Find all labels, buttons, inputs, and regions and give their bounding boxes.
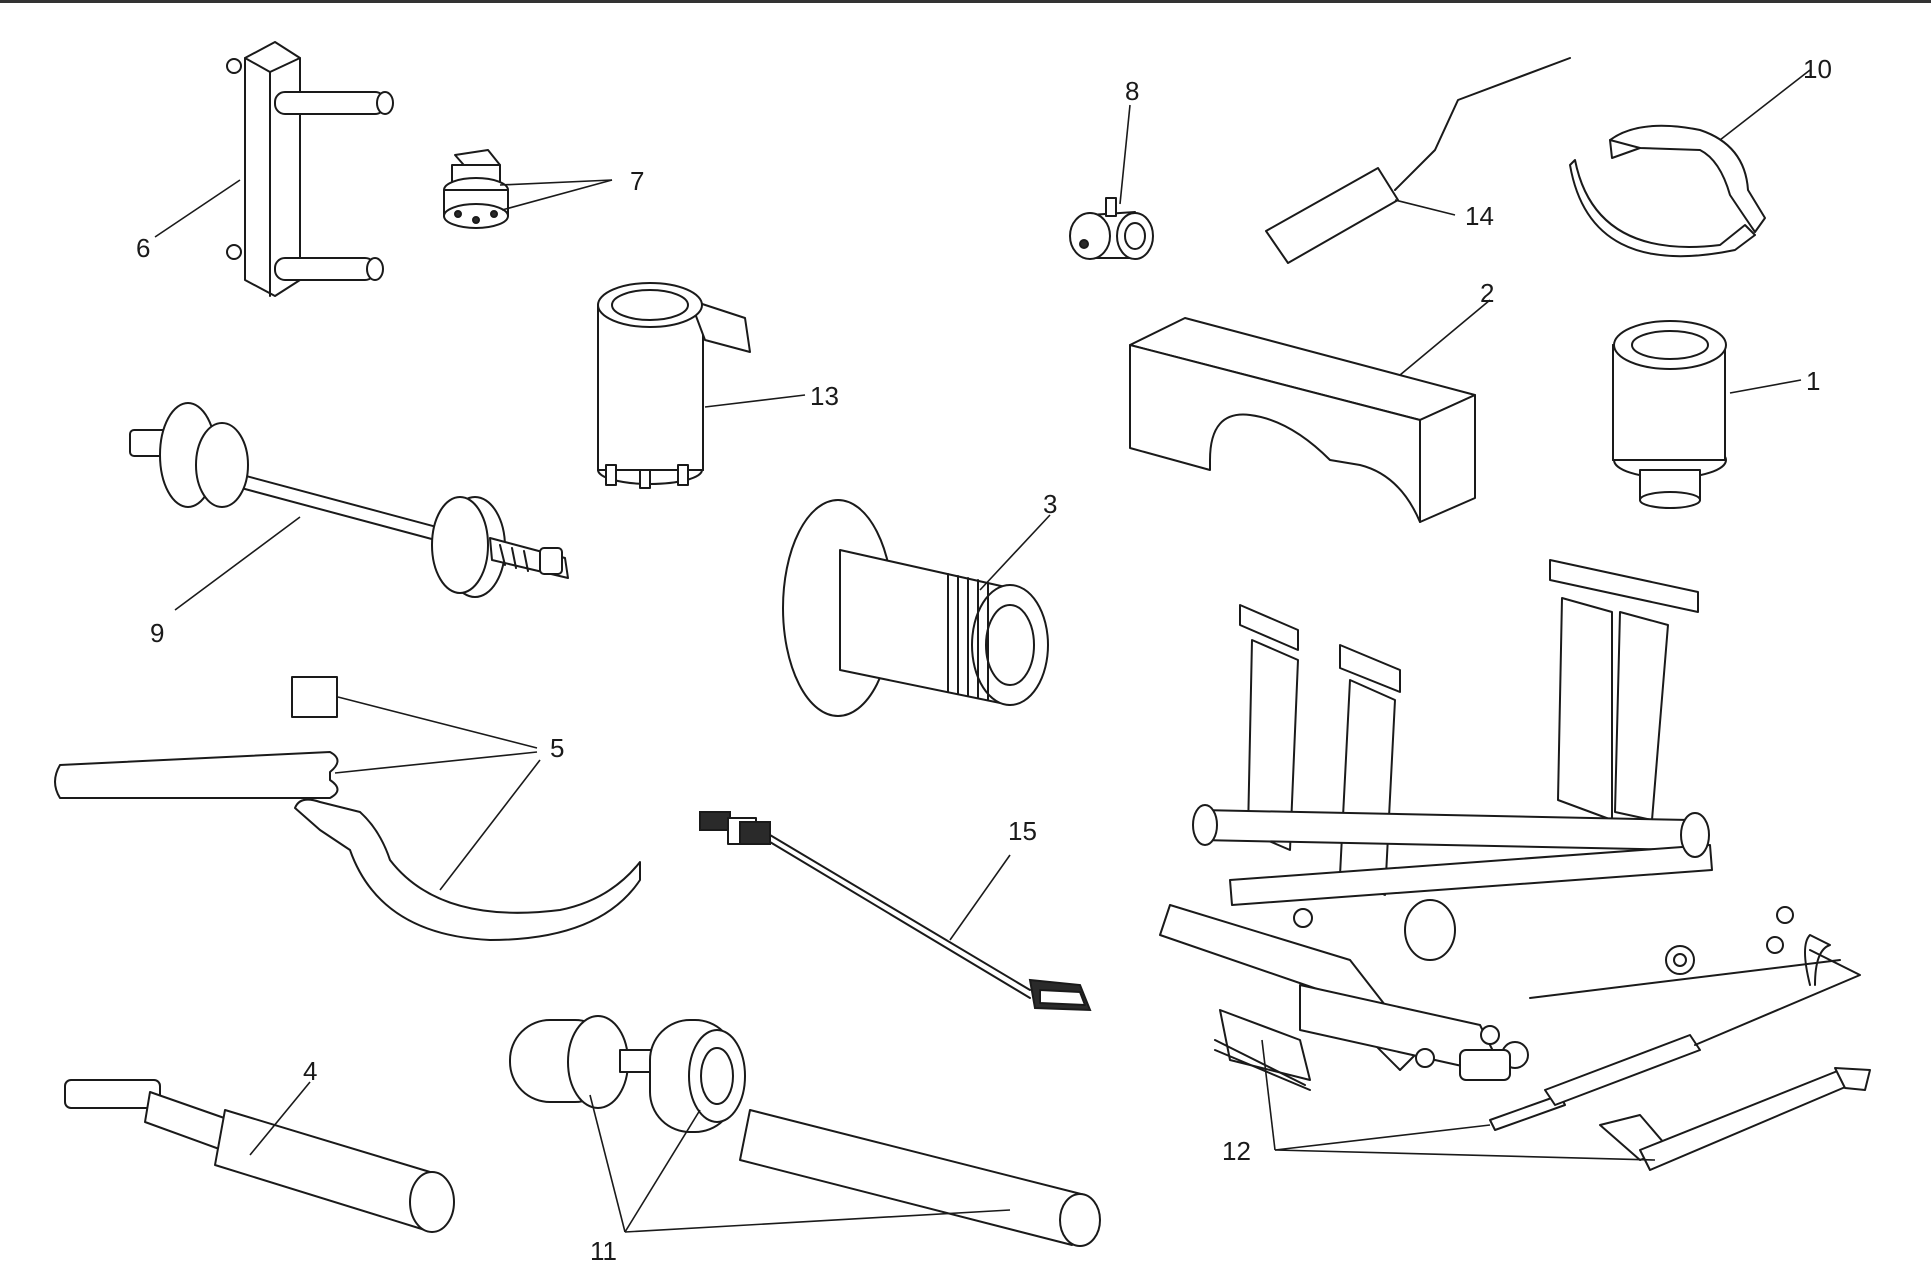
tool-1-socket	[1612, 320, 1727, 509]
callout-5: 5	[550, 733, 564, 763]
tool-10-ring-spanner	[1569, 124, 1766, 258]
tool-5-holder-set	[54, 676, 641, 941]
tool-13-socket-wrench	[597, 282, 751, 489]
callout-14: 14	[1465, 201, 1494, 231]
tool-2-support-block	[1129, 317, 1476, 523]
callout-6: 6	[136, 233, 150, 263]
callout-labels: 1 2 3 4 5 6 7 8 9 10 11 12 13 14 15	[136, 54, 1832, 1266]
callout-7: 7	[630, 166, 644, 196]
tool-8-pin-collar	[1069, 197, 1154, 260]
tool-6-pin-bracket	[226, 41, 394, 297]
callout-11: 11	[590, 1236, 617, 1266]
tool-9-puller	[129, 402, 569, 598]
tool-15-diagnostic-cable	[699, 811, 1092, 1012]
tool-4-rod	[64, 1079, 455, 1233]
callout-13: 13	[810, 381, 839, 411]
callout-8: 8	[1125, 76, 1139, 106]
callout-9: 9	[150, 618, 164, 648]
callout-4: 4	[303, 1056, 317, 1086]
leader-lines	[154, 69, 1811, 1233]
callout-12: 12	[1222, 1136, 1251, 1166]
callout-1: 1	[1806, 366, 1820, 396]
tool-7-adapter	[443, 149, 509, 229]
callout-10: 10	[1803, 54, 1832, 84]
callout-3: 3	[1043, 489, 1057, 519]
callout-15: 15	[1008, 816, 1037, 846]
tool-3-threaded-sleeve	[782, 499, 1049, 717]
callout-2: 2	[1480, 278, 1494, 308]
tool-12-jack-stand	[1159, 559, 1871, 1171]
